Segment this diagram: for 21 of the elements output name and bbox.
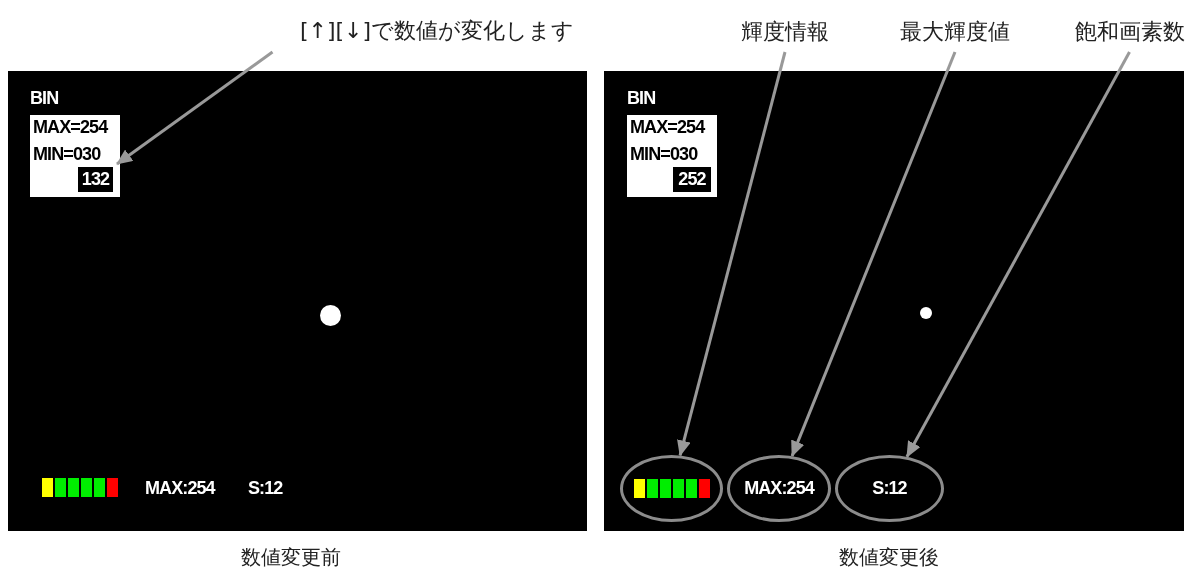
min-setting: MIN=030 — [630, 143, 698, 166]
setting-value: 252 — [673, 167, 711, 192]
arrow — [116, 50, 274, 166]
highlight-ellipse — [620, 455, 723, 522]
setting-value: 132 — [78, 167, 113, 192]
max-setting: MAX=254 — [33, 116, 108, 139]
callout-text: 飽和画素数 — [1062, 14, 1197, 48]
caption: 数値変更後 — [839, 544, 939, 571]
callout-text: [↑][↓]で数値が変化します — [262, 12, 612, 48]
max-brightness-value: MAX:254 — [145, 477, 215, 500]
mode-label: BIN — [627, 87, 656, 110]
min-setting: MIN=030 — [33, 143, 101, 166]
arrow — [905, 51, 1131, 458]
caption: 数値変更前 — [241, 544, 341, 571]
value-ellipse: S:12 — [835, 455, 944, 522]
callout-text: 輝度情報 — [725, 14, 845, 48]
max-setting: MAX=254 — [630, 116, 705, 139]
callout-text: 最大輝度値 — [880, 14, 1030, 48]
mode-label: BIN — [30, 87, 59, 110]
value-ellipse: MAX:254 — [727, 455, 831, 522]
saturated-pixel-count: S:12 — [248, 477, 283, 500]
